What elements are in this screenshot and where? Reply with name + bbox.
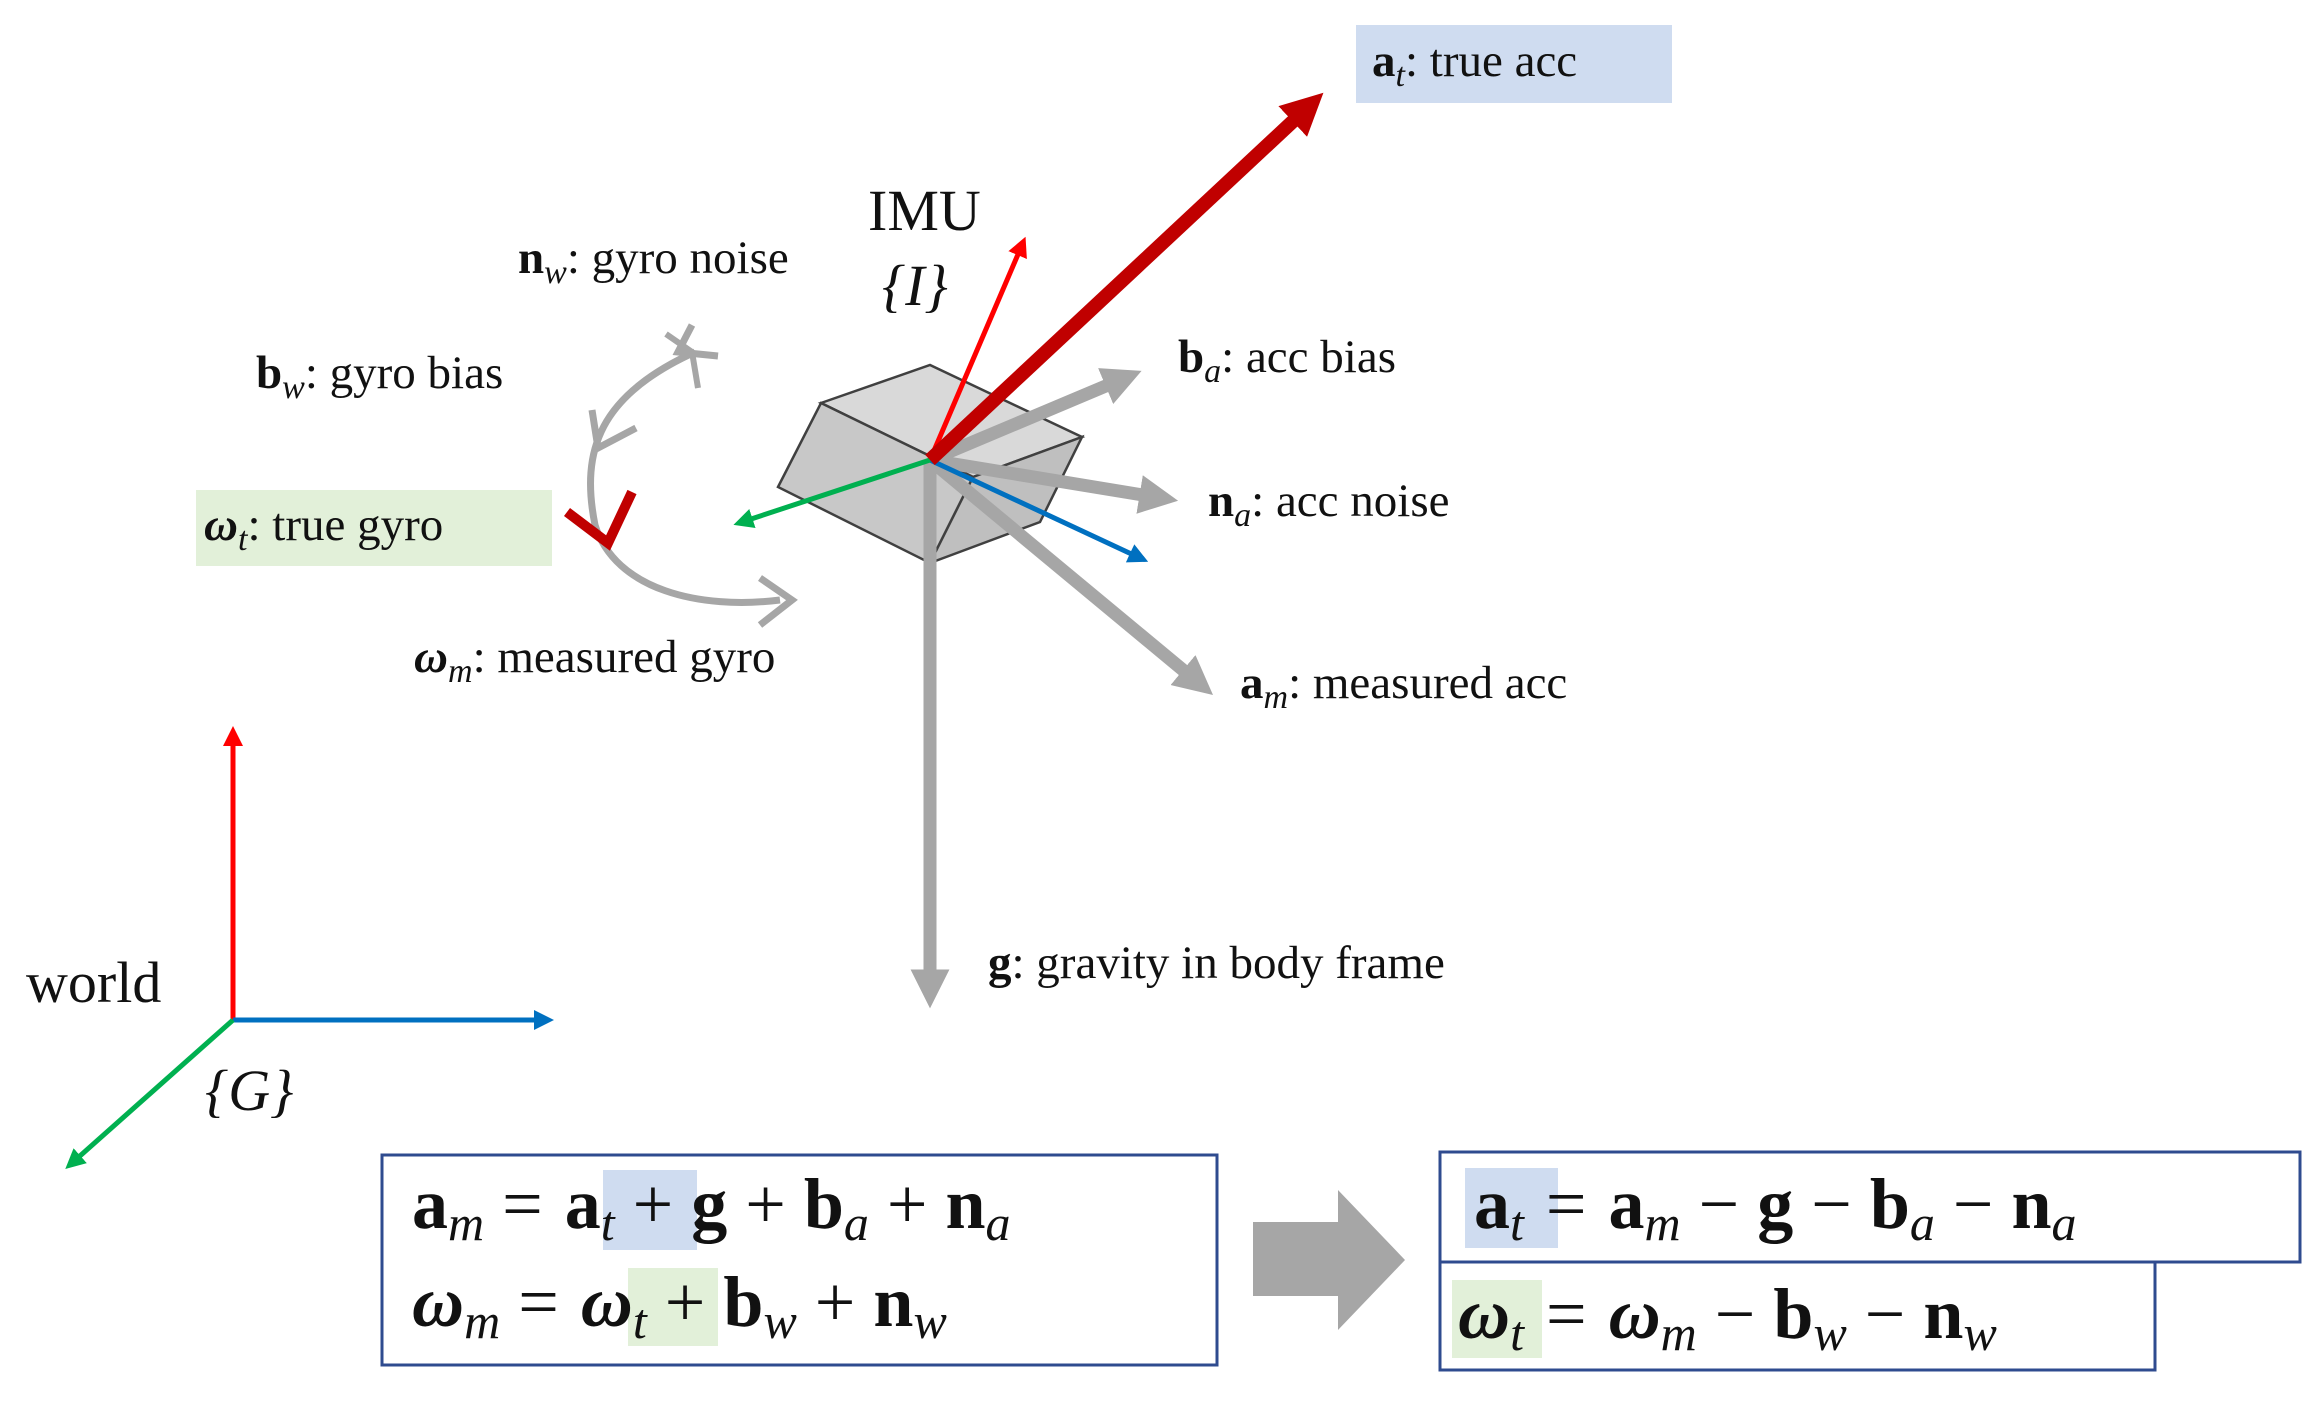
world-axis-y bbox=[65, 1018, 235, 1169]
label-acc-bias: ba: acc bias bbox=[1178, 331, 1396, 390]
label-acc-noise: na: acc noise bbox=[1208, 475, 1450, 534]
gyro-noise-tick bbox=[672, 323, 719, 360]
imu-axis-x bbox=[928, 457, 1149, 563]
world-frame: world {G} bbox=[26, 726, 554, 1169]
eq-right-line2: ωt=ωm−bw−nw bbox=[1458, 1274, 1997, 1361]
true-acc-highlight bbox=[1356, 25, 1672, 103]
equation-box-measured: am=at+g+ba+na ωm=ωt+bw+nw bbox=[380, 1153, 1219, 1367]
imu-axis-y bbox=[733, 457, 931, 529]
imu-title: IMU bbox=[868, 178, 981, 243]
eq-left-highlight-wt bbox=[628, 1268, 718, 1346]
label-true-gyro: ωt: true gyro bbox=[204, 499, 443, 558]
label-gravity: g: gravity in body frame bbox=[988, 937, 1445, 989]
eq-right-line1: at=am−g−ba−na bbox=[1474, 1164, 2077, 1251]
acc-bias-arrow bbox=[927, 368, 1142, 466]
eq-right-highlight-wt bbox=[1452, 1280, 1542, 1358]
eq-left-line1: am=at+g+ba+na bbox=[412, 1164, 1011, 1251]
gyro-arc bbox=[587, 348, 781, 606]
gyro-bias-tick bbox=[588, 409, 638, 454]
label-true-acc: at: true acc bbox=[1372, 35, 1577, 94]
eq-left-highlight-at bbox=[603, 1170, 697, 1250]
true-acc-arrow bbox=[925, 92, 1324, 466]
imu-box-side bbox=[927, 434, 1085, 566]
gyro-noise-tick-2 bbox=[664, 331, 701, 389]
imu-body: IMU {I} bbox=[776, 178, 1086, 566]
grey-arrows bbox=[910, 368, 1214, 1009]
gyro-rotation bbox=[563, 323, 798, 628]
true-gyro-highlight bbox=[196, 490, 552, 566]
measured-acc-arrow bbox=[925, 454, 1214, 695]
solve-arrow bbox=[1253, 1190, 1405, 1330]
world-frame-label: {G} bbox=[205, 1058, 293, 1123]
label-gyro-noise: nw: gyro noise bbox=[518, 232, 789, 291]
equation-box-right-bottom bbox=[1438, 1260, 2157, 1372]
equation-box-true: at=am−g−ba−na ωt=ωm−bw−nw bbox=[1438, 1150, 2302, 1372]
eq-right-highlight-at bbox=[1465, 1168, 1558, 1248]
true-gyro-check bbox=[563, 489, 637, 551]
world-label: world bbox=[26, 950, 161, 1015]
gyro-arc-arrowhead bbox=[757, 575, 798, 628]
acc-noise-arrow bbox=[928, 453, 1179, 514]
equation-box-left bbox=[380, 1153, 1219, 1367]
eq-left-line2: ωm=ωt+bw+nw bbox=[412, 1262, 947, 1349]
label-measured-acc: am: measured acc bbox=[1240, 657, 1567, 716]
imu-axis-z bbox=[927, 236, 1027, 461]
label-measured-gyro: ωm: measured gyro bbox=[414, 631, 775, 690]
imu-axes bbox=[733, 236, 1149, 563]
imu-frame-label: {I} bbox=[882, 253, 948, 318]
label-gyro-bias: bw: gyro bias bbox=[256, 347, 503, 406]
labels: at: true acc nw: gyro noise bw: gyro bia… bbox=[196, 25, 1672, 989]
